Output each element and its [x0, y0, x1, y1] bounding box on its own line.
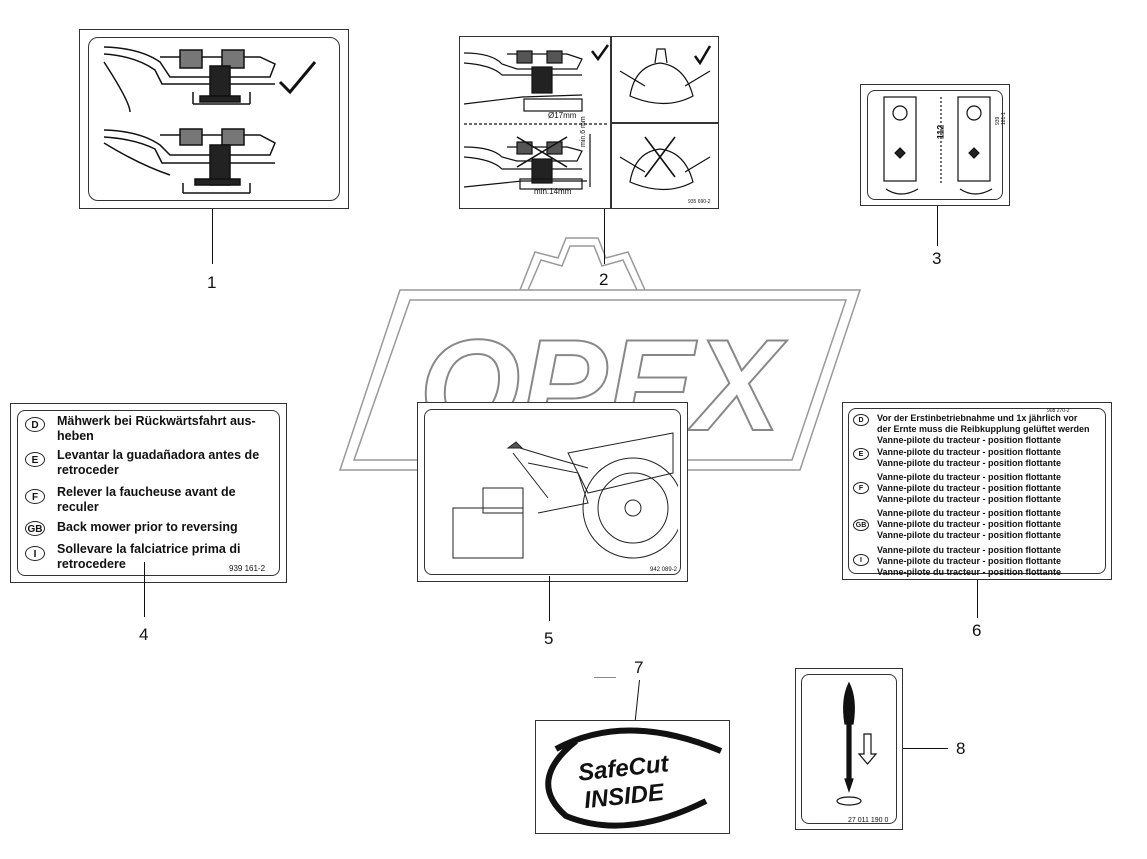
leader-line-6	[977, 580, 978, 618]
lang-gb-badge-6: GB	[853, 519, 869, 531]
label-7-tick	[594, 677, 616, 678]
lang-i-badge-6: I	[853, 554, 869, 566]
safecut-swoosh-icon	[545, 727, 723, 829]
callout-7: 7	[634, 658, 644, 677]
label-6-gb-line3: Vanne-pilote du tracteur - position flot…	[877, 530, 1062, 540]
label-6-i-line1: Vanne-pilote du tracteur - position flot…	[877, 545, 1062, 555]
leader-line-2	[604, 209, 605, 264]
blade-holder-ok-icon	[619, 45, 712, 105]
lang-f-badge: F	[25, 489, 45, 504]
callout-8: 8	[956, 739, 966, 758]
blade-pair-diagram	[883, 96, 993, 195]
label-6-i-line3: Vanne-pilote du tracteur - position flot…	[877, 567, 1062, 577]
lang-d-badge: D	[25, 417, 45, 432]
label-6-d-line2: der Ernte muss die Reibkupplung gelüftet…	[877, 424, 1090, 434]
leader-line-4	[144, 562, 145, 617]
label-4-d-line1: Mähwerk bei Rückwärtsfahrt aus-	[57, 414, 256, 428]
label-6-clutch-instructions: 908 270-2 D Vor der Erstinbetriebnahme u…	[842, 402, 1112, 580]
label-4-i-line2: retrocedere	[57, 557, 126, 571]
label-5-code: 942 089-2	[650, 567, 678, 573]
label-6-extra-1: Vanne-pilote du tracteur - position flot…	[877, 435, 1062, 445]
label-6-d-line1: Vor der Erstinbetriebnahme und 1x jährli…	[877, 413, 1078, 423]
leader-line-5	[549, 576, 550, 621]
bolt-correct-icon	[103, 46, 317, 113]
label-4-i-line1: Sollevare la falciatrice prima di	[57, 542, 241, 556]
callout-5: 5	[544, 629, 554, 648]
label-7-safecut-logo: SafeCut INSIDE	[535, 720, 730, 834]
label-4-d-line2: heben	[57, 429, 94, 443]
lang-f-badge-6: F	[853, 482, 869, 494]
callout-4: 4	[139, 625, 149, 644]
callout-1: 1	[207, 273, 217, 292]
label-6-f-line1: Vanne-pilote du tracteur - position flot…	[877, 472, 1062, 482]
label-4-e-line1: Levantar la guadañadora antes de	[57, 448, 260, 462]
label-4-gb-line1: Back mower prior to reversing	[57, 520, 238, 534]
label-6-gb-line1: Vanne-pilote du tracteur - position flot…	[877, 508, 1062, 518]
leader-line-1	[212, 209, 213, 264]
tractor-mower-icon	[452, 432, 678, 559]
label-6-gb-line2: Vanne-pilote du tracteur - position flot…	[877, 519, 1062, 529]
label-6-code: 908 270-2	[1047, 408, 1070, 414]
lang-e-badge-6: E	[853, 448, 869, 460]
label-4-code: 939 161-2	[229, 564, 266, 573]
callout-3: 3	[932, 249, 942, 268]
callout-6: 6	[972, 621, 982, 640]
label-6-f-line2: Vanne-pilote du tracteur - position flot…	[877, 483, 1062, 493]
label-6-e-line2: Vanne-pilote du tracteur - position flot…	[877, 447, 1062, 457]
label-4-f-line1: Relever la faucheuse avant de	[57, 485, 236, 499]
label-8-screwdriver: 27 011 190 0	[795, 668, 903, 830]
blade-holder-wrong-icon	[619, 136, 711, 191]
lang-e-badge: E	[25, 452, 45, 467]
lang-d-badge-6: D	[853, 414, 869, 426]
label-3-code: 939 181-1	[995, 112, 1007, 125]
leader-line-3	[937, 206, 938, 246]
label-6-f-line3: Vanne-pilote du tracteur - position flot…	[877, 494, 1062, 504]
label-4-e-line2: retroceder	[57, 463, 119, 477]
dim-min-6mm: min.6 mm	[580, 116, 587, 147]
dim-17mm: Ø17mm	[548, 111, 577, 120]
label-6-i-line2: Vanne-pilote du tracteur - position flot…	[877, 556, 1062, 566]
screwdriver-icon	[836, 681, 878, 806]
callout-2: 2	[599, 270, 609, 289]
bolt-incorrect-icon	[103, 128, 276, 194]
label-5-tractor-diagram: 942 089-2	[417, 402, 688, 582]
label-2-blade-mount: Ø17mm min.14mm min.6 mm 935 690-2	[459, 36, 719, 209]
label-1-clamp-bolt	[79, 29, 349, 209]
lang-gb-badge: GB	[25, 521, 45, 536]
label-6-e-line3: Vanne-pilote du tracteur - position flot…	[877, 458, 1062, 468]
dim-112: 112	[935, 124, 946, 140]
blade-mount-diagram	[463, 44, 610, 190]
label-8-code: 27 011 190 0	[848, 817, 889, 824]
label-4-f-line2: reculer	[57, 500, 99, 514]
label-4-reverse-warning: D Mähwerk bei Rückwärtsfahrt aus- heben …	[10, 403, 287, 583]
label-2-code: 935 690-2	[688, 199, 711, 205]
lang-i-badge: I	[25, 546, 45, 561]
dim-min-14mm: min.14mm	[534, 187, 572, 196]
leader-line-8	[903, 748, 948, 749]
label-3-blade-length: 112 939 181-1	[860, 84, 1010, 206]
